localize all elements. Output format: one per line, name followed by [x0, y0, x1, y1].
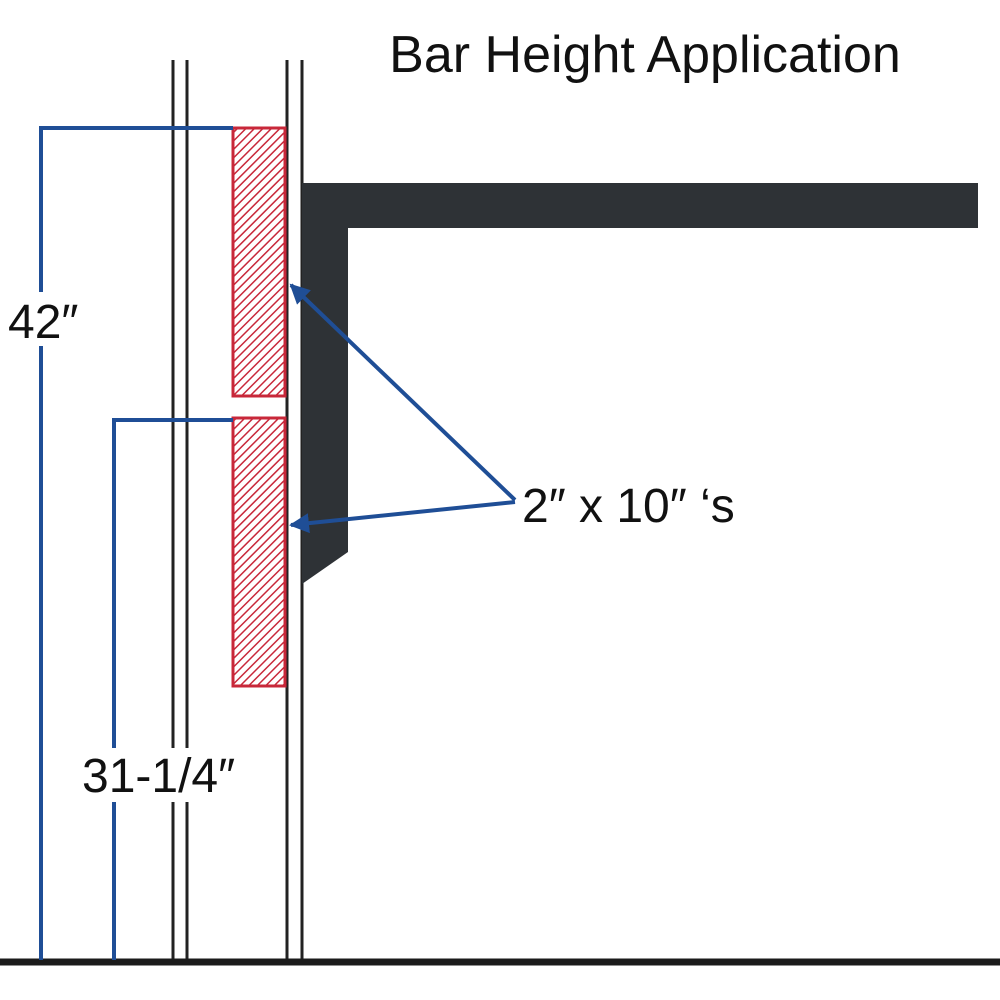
overall-height-dimension — [39, 126, 233, 960]
diagram-title: Bar Height Application — [389, 26, 901, 84]
callout-arrow-lower — [289, 500, 516, 534]
lower-blocking-board — [231, 416, 287, 688]
dimension-lines — [39, 126, 233, 960]
upper-blocking-board — [231, 126, 287, 398]
callout-arrow-upper — [289, 283, 517, 502]
lower-height-label: 31-1/4″ — [82, 750, 235, 803]
callout-arrows — [289, 283, 517, 534]
countertop-bracket — [302, 183, 978, 584]
lower-label-bg — [80, 748, 250, 802]
callout-label: 2″ x 10″ ‘s — [522, 480, 735, 533]
overall-height-label: 42″ — [8, 296, 78, 349]
overall-label-bg — [6, 292, 86, 346]
